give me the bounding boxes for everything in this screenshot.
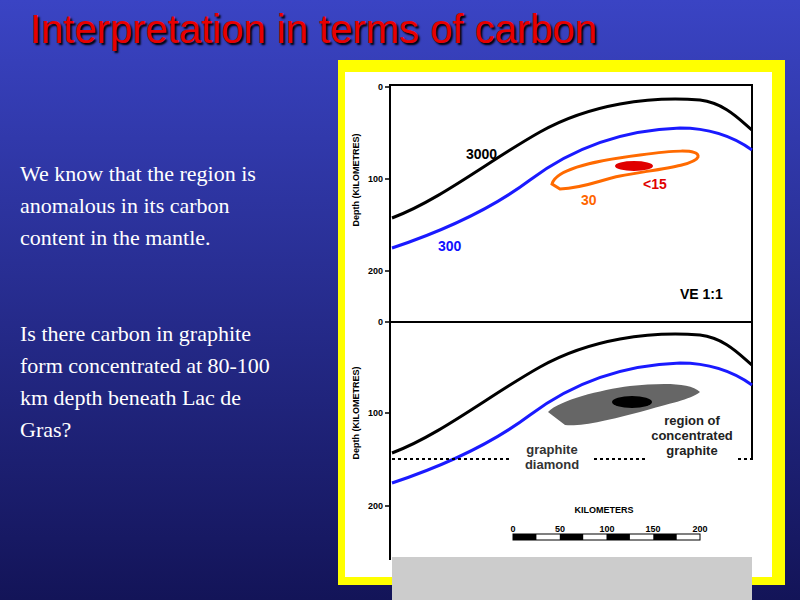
slide-title: Interpretation in terms of carbon: [30, 6, 597, 52]
axis-tick-label: 0: [378, 82, 383, 92]
axis-tick-label: 100: [368, 408, 383, 418]
axis-title: Depth (KILOMETRES): [351, 134, 361, 227]
plot-frame: [390, 85, 752, 322]
scale-tick-label: 150: [645, 524, 660, 534]
exaggeration-note: VE 1:1: [680, 286, 723, 302]
contour-line: [392, 99, 752, 218]
region-label: region of concentrated graphite: [635, 414, 750, 459]
scale-bar: [513, 534, 700, 540]
field-label: graphite diamond: [512, 443, 592, 473]
graphite-field: [392, 557, 752, 600]
contour-label: 3000: [466, 146, 497, 162]
contour-label: 30: [581, 192, 597, 208]
contour-label: <15: [643, 176, 667, 192]
axis-tick-label: 0: [378, 317, 383, 327]
axis-tick-label: 200: [368, 266, 383, 276]
yellow-panel: [338, 60, 785, 585]
graphite-core: [612, 396, 652, 408]
plot-frame: [390, 322, 752, 560]
scale-tick-label: 200: [692, 524, 707, 534]
contour-loop: [552, 151, 698, 189]
axis-tick-label: 100: [368, 174, 383, 184]
body-text: We know that the region is anomalous in …: [20, 158, 282, 254]
axis-tick-label: 200: [368, 501, 383, 511]
body-text: Is there carbon in graphite form concent…: [20, 318, 282, 446]
conductor-core: [615, 161, 653, 171]
scale-tick-label: 100: [599, 524, 614, 534]
axis-title: Depth (KILOMETRES): [351, 367, 361, 460]
white-panel: [345, 72, 772, 577]
scale-tick-label: 0: [510, 524, 515, 534]
scale-title: KILOMETERS: [574, 505, 633, 515]
contour-line: [392, 128, 752, 248]
contour-line: [392, 363, 752, 483]
scale-tick-label: 50: [555, 524, 565, 534]
contour-label: 300: [438, 238, 461, 254]
